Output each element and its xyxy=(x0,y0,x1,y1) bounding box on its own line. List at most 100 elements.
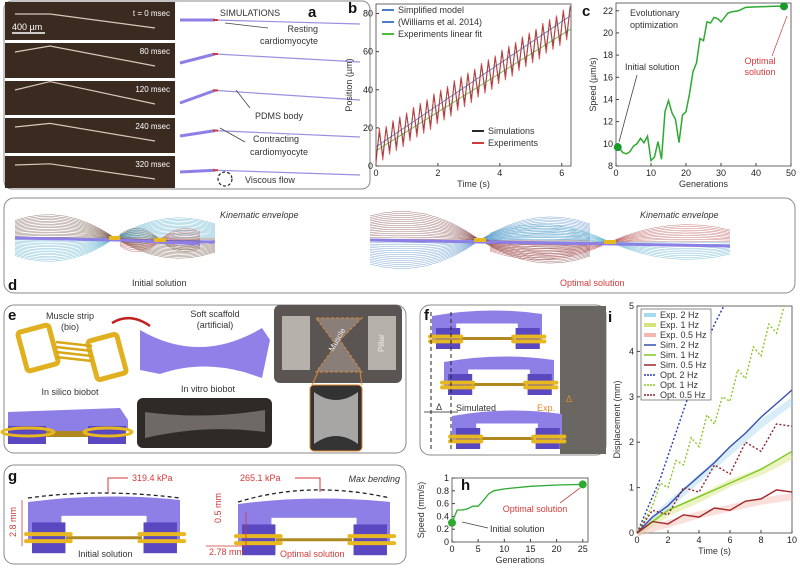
plot-frame xyxy=(636,305,793,534)
bending-curve xyxy=(27,492,181,499)
legend-label: Sim. 0.5 Hz xyxy=(660,360,707,370)
initial-biobot-window xyxy=(61,515,147,540)
series-line xyxy=(636,489,793,534)
y-tick-label: 0.4 xyxy=(436,511,449,521)
series-line xyxy=(636,305,725,534)
y-tick-label: 8 xyxy=(608,161,613,171)
cantilever-photo xyxy=(14,122,156,142)
panel-letter-d: d xyxy=(8,277,17,294)
muscle-segment xyxy=(474,238,486,242)
legend-label: Experiments xyxy=(488,138,539,148)
x-tick-label: 5 xyxy=(476,544,481,554)
initial-biobot-leg xyxy=(143,522,177,554)
y-tick-label: 0 xyxy=(368,161,373,171)
y-tick-label: 2 xyxy=(629,437,634,447)
legend-label: Exp. 0.5 Hz xyxy=(660,330,707,340)
x-tick-label: 4 xyxy=(696,535,701,545)
photo-label-pillar: Pillar xyxy=(377,334,386,352)
optimal-solution-label: Optimal solution xyxy=(280,549,345,559)
sim-biobot-window xyxy=(456,323,518,340)
arrow xyxy=(107,477,128,493)
annotation-pdms: PDMS body xyxy=(255,111,304,121)
x-tick-label: 30 xyxy=(716,168,726,178)
initial-solution-caption: Initial solution xyxy=(132,278,187,288)
sim-biobot-ring xyxy=(511,339,547,344)
panel-e: e Muscle strip (bio) Soft scaffold (arti… xyxy=(0,304,407,454)
annotation-resting: Resting xyxy=(287,24,318,34)
x-tick-label: 2 xyxy=(435,168,440,178)
cardiomyocyte xyxy=(213,19,218,21)
x-tick-label: 15 xyxy=(525,544,535,554)
y-tick-label: 0.2 xyxy=(436,524,449,534)
x-axis-label: Generations xyxy=(495,555,545,565)
experiment-photo xyxy=(560,306,606,454)
panel-letter-b: b xyxy=(348,0,357,17)
sim-biobot-ring xyxy=(523,385,559,390)
annotation-viscous: Viscous flow xyxy=(245,175,295,185)
legend-label: Opt. 1 Hz xyxy=(660,380,699,390)
panel-letter-e: e xyxy=(8,307,16,324)
legend-label: (Williams et al. 2014) xyxy=(398,17,482,27)
x-tick-label: 20 xyxy=(552,544,562,554)
series-line xyxy=(636,493,793,537)
simulated-label: Simulated xyxy=(456,403,496,413)
chart-title: Evolutionary xyxy=(630,8,680,18)
cardiomyocyte xyxy=(213,89,218,92)
sim-biobot-ring xyxy=(448,434,484,439)
legend-label: Opt. 2 Hz xyxy=(660,370,699,380)
initial-biobot-ring xyxy=(137,532,187,537)
y-tick-label: 0.6 xyxy=(436,499,449,509)
cardiomyocyte xyxy=(213,169,218,172)
frame-divider xyxy=(5,78,175,81)
y-tick-label: 14 xyxy=(603,94,613,104)
panel-letter-i: i xyxy=(608,309,612,326)
cantilever-photo xyxy=(14,163,156,180)
plot-frame xyxy=(615,2,792,167)
x-tick-label: 0 xyxy=(613,168,618,178)
in-vitro-label: In vitro biobot xyxy=(181,384,236,394)
y-tick-label: 16 xyxy=(603,72,613,82)
solution-marker xyxy=(780,2,788,11)
x-axis-label: Generations xyxy=(679,179,729,189)
y-axis-label: Speed (mm/s) xyxy=(416,482,426,539)
frame-divider xyxy=(5,115,175,118)
pdms-head xyxy=(179,168,216,174)
annotation-optimal: Optimal solution xyxy=(503,504,568,514)
delta-exp-label: Δ xyxy=(566,394,572,404)
chart-title: optimization xyxy=(630,20,678,30)
solution-marker xyxy=(613,143,622,152)
kinematic-envelope-left: Kinematic envelope xyxy=(220,210,299,220)
y-tick-label: 12 xyxy=(603,117,613,127)
series-line xyxy=(375,28,572,152)
x-tick-label: 4 xyxy=(497,168,502,178)
legend-label: Opt. 0.5 Hz xyxy=(660,390,706,400)
series-line xyxy=(375,5,571,165)
sim-biobot-ring xyxy=(440,385,476,390)
optimal-biobot-leg xyxy=(353,524,387,556)
x-axis-label: Time (s) xyxy=(698,546,731,556)
series-line xyxy=(636,423,793,534)
arrow xyxy=(771,15,788,57)
muscle-strip-label: (bio) xyxy=(61,322,79,332)
y-tick-label: 20 xyxy=(363,123,373,133)
sim-biobot-ring xyxy=(448,439,484,444)
optimal-biobot-ring xyxy=(347,541,397,546)
y-tick-label: 80 xyxy=(363,9,373,19)
muscle-segment xyxy=(154,238,166,242)
pdms-body xyxy=(214,53,361,63)
arrow xyxy=(461,521,489,529)
height-label: 2.8 mm xyxy=(8,507,18,537)
y-axis-label: Position (µm) xyxy=(344,58,354,111)
y-tick-label: 0 xyxy=(444,537,449,547)
y-tick-label: 40 xyxy=(363,85,373,95)
annotation-initial: Initial solution xyxy=(490,524,545,534)
optimal-biobot-leg xyxy=(242,524,276,556)
pdms-body xyxy=(214,169,361,176)
legend-label: Sim. 2 Hz xyxy=(660,340,700,350)
frame-divider xyxy=(5,153,175,156)
simulations-title: SIMULATIONS xyxy=(220,8,280,18)
curved-arrow-icon xyxy=(111,317,151,328)
x-tick-label: 20 xyxy=(681,168,691,178)
